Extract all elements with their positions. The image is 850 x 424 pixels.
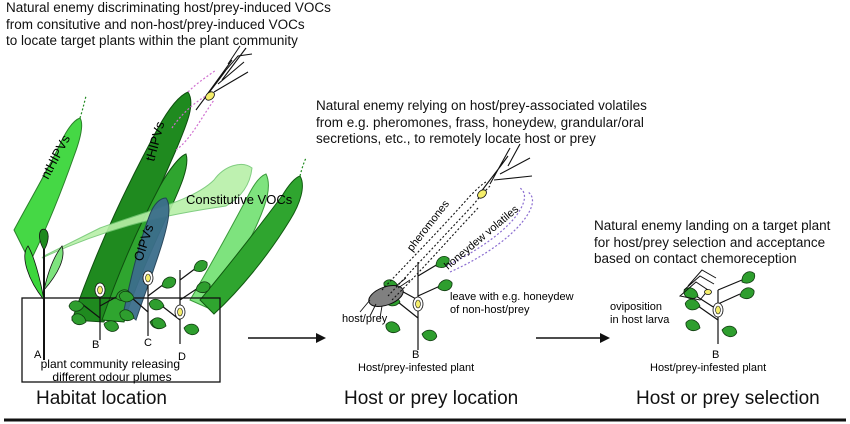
plant-d	[147, 257, 213, 344]
caption-habitat-line-2: from consitutive and non-host/prey-induc…	[6, 16, 305, 32]
caption-location-line-2: from e.g. pheromones, frass, honeydew, g…	[316, 114, 644, 130]
host-insect	[359, 277, 411, 319]
caption-location: Natural enemy relying on host/prey-assoc…	[316, 98, 647, 148]
plant-letter-b2: B	[412, 349, 419, 361]
host-prey-label: host/prey	[342, 313, 388, 325]
plant-letter-d: D	[178, 351, 186, 363]
constitutive-label: Constitutive VOCs	[186, 192, 293, 207]
odour-plumes	[13, 69, 307, 323]
plant-a	[24, 228, 64, 360]
plant-letter-b: B	[92, 339, 99, 351]
caption-selection-line-2: for host/prey selection and acceptance	[594, 234, 826, 250]
stage-host-location: Host or prey location	[344, 388, 519, 409]
caption-selection-line-3: based on contact chemoreception	[594, 251, 797, 266]
community-label: plant community releasing different odou…	[41, 357, 184, 384]
natural-enemy-wasp-2	[477, 143, 533, 199]
caption-habitat: Natural enemy discriminating host/prey-i…	[6, 0, 331, 50]
plant-letter-a: A	[34, 349, 42, 361]
natural-enemy-wasp-3	[678, 269, 717, 301]
caption-habitat-line-3: to locate target plants within the plant…	[6, 33, 298, 48]
plant-b	[68, 282, 133, 340]
pheromones-label: pheromones	[405, 198, 452, 254]
oviposition-label: oviposition in host larva	[610, 301, 670, 326]
arrow-1	[248, 333, 326, 343]
host-selection-plant	[681, 268, 758, 344]
stage-host-selection: Host or prey selection	[636, 388, 820, 409]
caption-location-line-3: secretions, etc., to remotely locate hos…	[316, 131, 596, 146]
natural-enemy-wasp-1	[171, 45, 253, 129]
plant-letter-b3: B	[712, 349, 719, 361]
constitutive-plume-c	[199, 175, 303, 315]
caption-selection-line-1: Natural enemy landing on a target plant	[594, 218, 831, 233]
host-location-plant	[381, 253, 455, 350]
stage-habitat-location: Habitat location	[36, 388, 167, 409]
leave-with-label: leave with e.g. honeydew of non-host/pre…	[450, 291, 577, 316]
caption-selection: Natural enemy landing on a target plant …	[594, 218, 830, 268]
caption-habitat-line-1: Natural enemy discriminating host/prey-i…	[6, 0, 331, 15]
pheromone-trail	[381, 181, 491, 301]
nthipv-plume	[13, 117, 83, 264]
infested-label-2: Host/prey-infested plant	[650, 362, 766, 374]
plant-c	[117, 270, 179, 336]
caption-location-line-1: Natural enemy relying on host/prey-assoc…	[316, 98, 647, 113]
plant-letter-c: C	[144, 337, 152, 349]
arrow-2	[536, 333, 610, 343]
honeydew-trail	[445, 187, 534, 273]
infested-label-1: Host/prey-infested plant	[358, 362, 474, 374]
